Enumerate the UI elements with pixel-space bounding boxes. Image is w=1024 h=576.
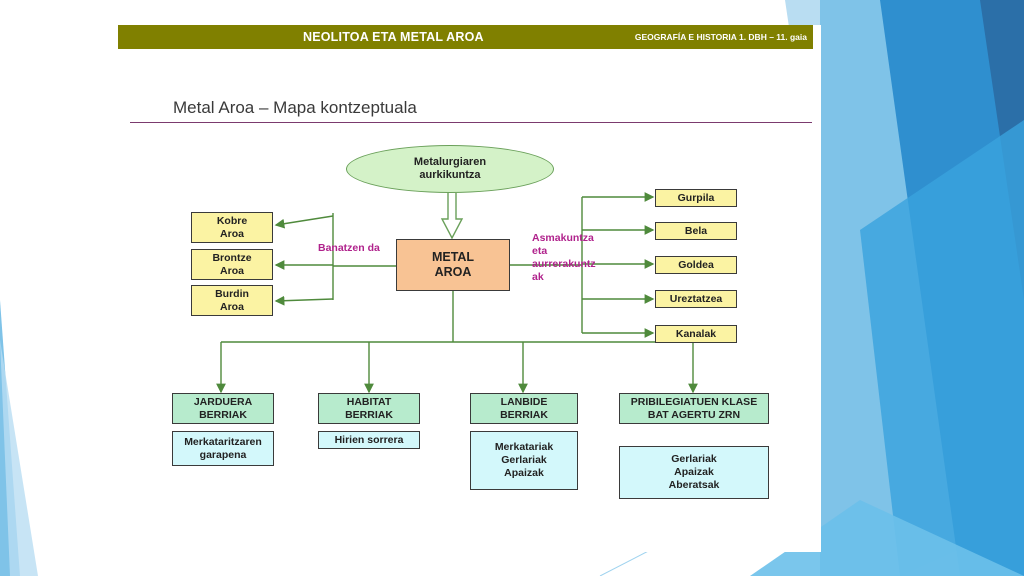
pribilegiatuen-klase-node: PRIBILEGIATUEN KLASE BAT AGERTU ZRN [619,393,769,424]
title-divider [130,122,812,123]
goldea-node: Goldea [655,256,737,274]
pribilegiatuak-list-node: Gerlariak Apaizak Aberatsak [619,446,769,499]
left-branch-label: Banatzen da [318,242,380,254]
brontze-aroa-node: Brontze Aroa [191,249,273,280]
page-title: Metal Aroa – Mapa kontzeptuala [173,98,417,117]
lanbideak-list-node: Merkatariak Gerlariak Apaizak [470,431,578,490]
header-title: NEOLITOA ETA METAL AROA [303,30,484,44]
jarduera-berriak-node: JARDUERA BERRIAK [172,393,274,424]
ureztatzea-node: Ureztatzea [655,290,737,308]
kobre-aroa-node: Kobre Aroa [191,212,273,243]
header-subtitle: GEOGRAFÍA E HISTORIA 1. DBH – 11. gaia [634,32,807,42]
header-bar: NEOLITOA ETA METAL AROA GEOGRAFÍA E HIST… [118,25,813,49]
burdin-aroa-node: Burdin Aroa [191,285,273,316]
discovery-node: Metalurgiaren aurkikuntza [346,145,554,193]
gurpila-node: Gurpila [655,189,737,207]
bela-node: Bela [655,222,737,240]
merkataritzaren-garapena-node: Merkataritzaren garapena [172,431,274,466]
right-branch-label: Asmakuntza eta aurrerakuntz ak [532,232,596,284]
hirien-sorrera-node: Hirien sorrera [318,431,420,449]
kanalak-node: Kanalak [655,325,737,343]
slide: NEOLITOA ETA METAL AROA GEOGRAFÍA E HIST… [118,25,821,552]
connector-lines [216,192,698,394]
lanbide-berriak-node: LANBIDE BERRIAK [470,393,578,424]
habitat-berriak-node: HABITAT BERRIAK [318,393,420,424]
central-node: METAL AROA [396,239,510,291]
